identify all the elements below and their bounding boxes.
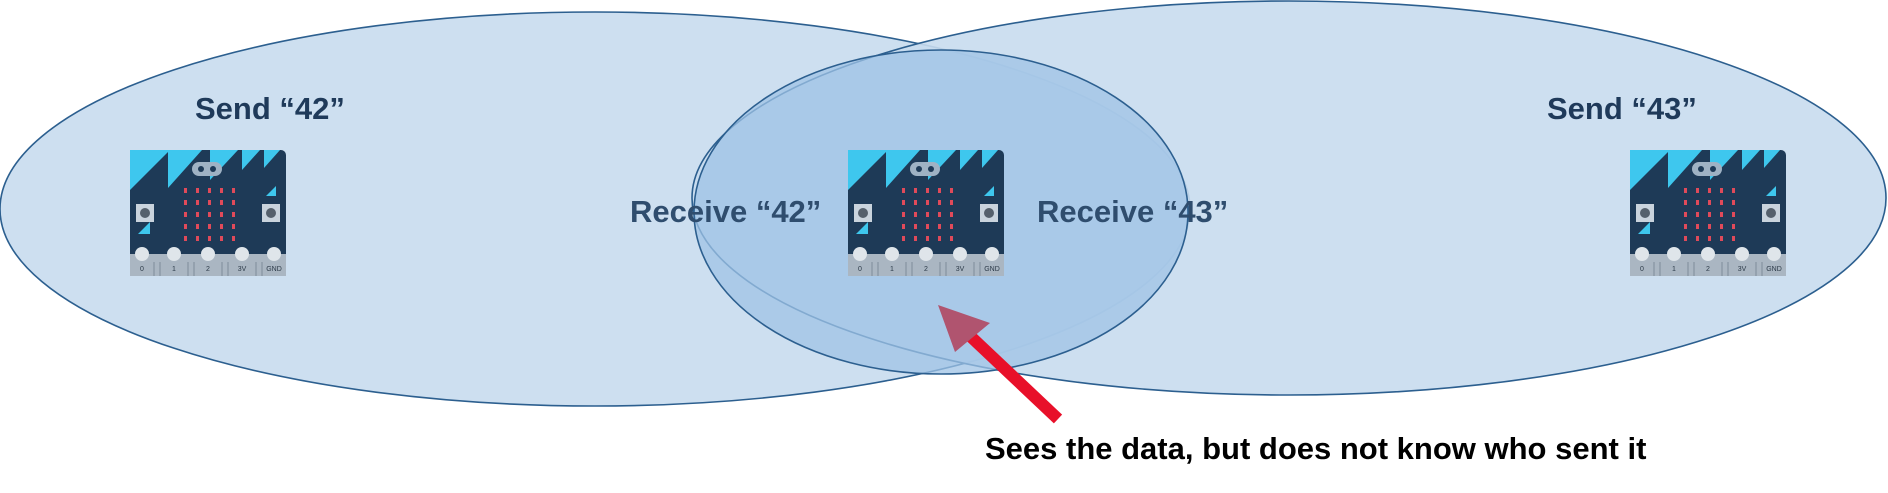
- receive-label-left: Receive “42”: [630, 194, 822, 229]
- pin-label: 0: [858, 266, 862, 273]
- pin-label: GND: [984, 266, 1000, 273]
- pin-label: 1: [172, 266, 176, 273]
- pin-label: 2: [924, 266, 928, 273]
- microbit-receiver: [847, 149, 1005, 277]
- pin-label: 3V: [238, 266, 247, 273]
- pin-label: GND: [1766, 266, 1782, 273]
- pin-label: 0: [140, 266, 144, 273]
- pin-label: 1: [890, 266, 894, 273]
- pin-label: 0: [1640, 266, 1644, 273]
- pin-label: 2: [1706, 266, 1710, 273]
- microbit-sender-left: [129, 149, 287, 277]
- microbit-sender-right: [1629, 149, 1787, 277]
- pin-label: 2: [206, 266, 210, 273]
- pin-label: GND: [266, 266, 282, 273]
- pin-label: 3V: [956, 266, 965, 273]
- send-label-right: Send “43”: [1547, 91, 1697, 126]
- send-label-left: Send “42”: [195, 91, 345, 126]
- pointer-arrow-icon: [938, 305, 1063, 424]
- pin-label: 3V: [1738, 266, 1747, 273]
- pin-label: 1: [1672, 266, 1676, 273]
- receive-label-right: Receive “43”: [1037, 194, 1229, 229]
- note-text: Sees the data, but does not know who sen…: [985, 431, 1647, 466]
